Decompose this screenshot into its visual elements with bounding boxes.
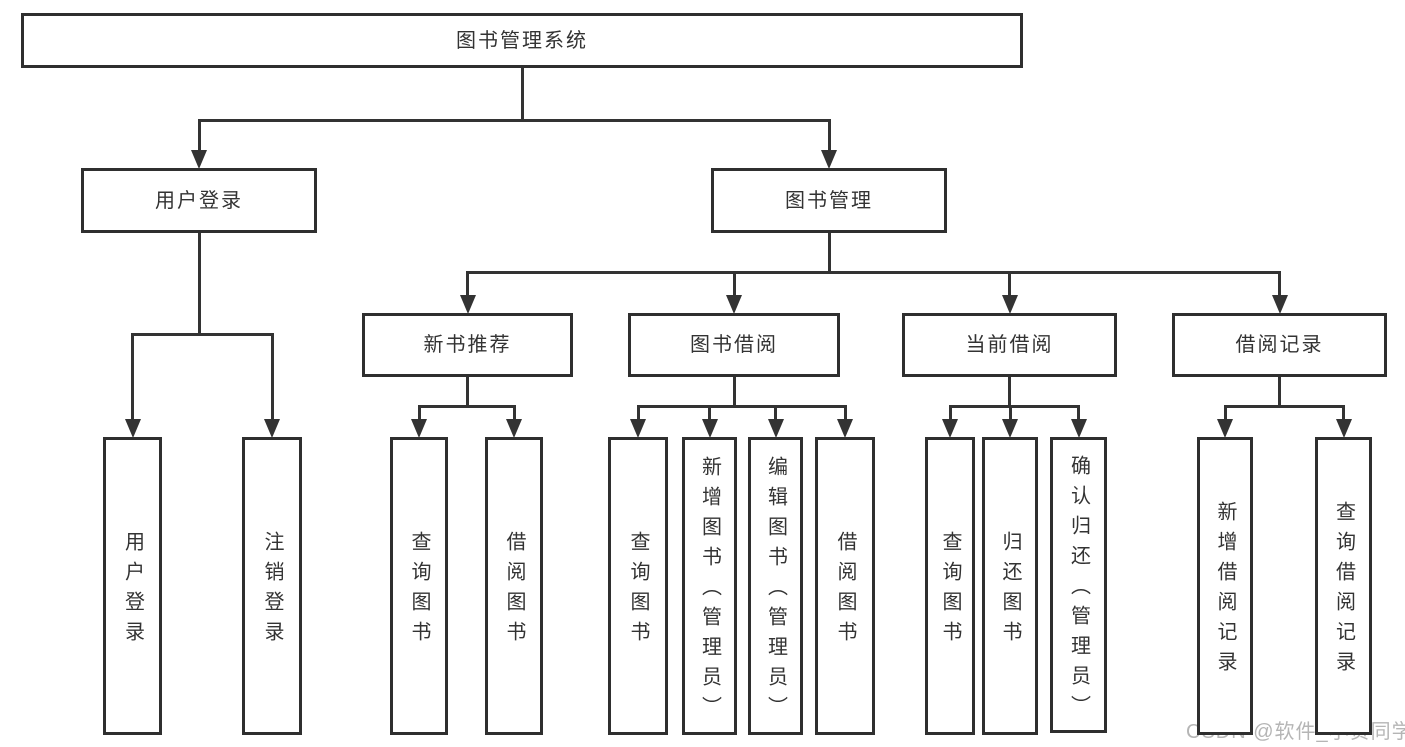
node-br-add-record: 新增借阅记录 <box>1197 437 1253 735</box>
arrow-down-icon <box>506 419 522 438</box>
arrow-down-icon <box>630 419 646 438</box>
node-label: 当前借阅 <box>965 334 1054 356</box>
node-label: 归还图书 <box>999 531 1021 651</box>
node-bb-edit-book: 编辑图书（管理员） <box>748 437 803 735</box>
node-rec-borrow-book: 借阅图书 <box>485 437 543 735</box>
node-label: 新书推荐 <box>423 334 512 356</box>
connector-stem-user-login <box>197 233 201 336</box>
connector-stem-book-mgmt <box>827 233 831 274</box>
connector-drop-bb-query-book <box>636 406 640 423</box>
connector-stem-new-book-rec <box>466 377 469 408</box>
connector-rail-root <box>197 118 831 122</box>
arrow-down-icon <box>459 295 476 314</box>
arrow-down-icon <box>1335 419 1352 438</box>
node-book-borrow: 图书借阅 <box>628 313 840 377</box>
arrow-down-icon <box>1217 419 1233 438</box>
node-label: 确认归还（管理员） <box>1067 455 1090 725</box>
connector-drop-leaf-logout <box>270 334 274 423</box>
node-label: 图书管理系统 <box>456 29 588 52</box>
node-rec-query-book: 查询图书 <box>390 437 448 735</box>
arrow-down-icon <box>411 419 427 438</box>
connector-drop-book-mgmt <box>827 120 831 154</box>
node-current-borrow: 当前借阅 <box>902 313 1117 377</box>
node-label: 查询图书 <box>627 531 649 651</box>
node-label: 编辑图书（管理员） <box>764 456 787 726</box>
node-cb-return-book: 归还图书 <box>982 437 1038 735</box>
node-label: 查询借阅记录 <box>1332 501 1355 681</box>
node-leaf-user-login: 用户登录 <box>103 437 162 735</box>
connector-drop-cb-query-book <box>948 406 952 423</box>
node-bb-borrow-book: 借阅图书 <box>815 437 875 735</box>
connector-rail-borrow-records <box>1223 404 1345 408</box>
connector-drop-book-borrow <box>732 272 736 299</box>
node-bb-add-book: 新增图书（管理员） <box>682 437 737 735</box>
node-leaf-logout: 注销登录 <box>242 437 302 735</box>
arrow-down-icon <box>1070 419 1087 438</box>
node-new-book-rec: 新书推荐 <box>362 313 573 377</box>
connector-drop-current-borrow <box>1008 272 1011 299</box>
arrow-down-icon <box>124 419 141 438</box>
connector-drop-br-query-record <box>1342 406 1345 423</box>
connector-drop-rec-borrow-book <box>512 406 516 423</box>
node-label: 图书管理 <box>785 189 873 212</box>
node-label: 图书借阅 <box>690 334 778 356</box>
node-br-query-record: 查询借阅记录 <box>1315 437 1372 735</box>
connector-drop-user-login <box>197 120 201 154</box>
connector-stem-book-borrow <box>732 377 736 408</box>
arrow-down-icon <box>264 419 280 438</box>
connector-stem-root <box>520 68 524 122</box>
connector-drop-borrow-records <box>1278 272 1281 299</box>
connector-drop-cb-return-book <box>1008 406 1012 423</box>
arrow-down-icon <box>942 419 958 438</box>
connector-rail-book-borrow <box>636 404 847 408</box>
node-label: 新增图书（管理员） <box>698 456 721 726</box>
node-user-login: 用户登录 <box>81 168 317 233</box>
node-cb-query-book: 查询图书 <box>925 437 975 735</box>
connector-drop-bb-borrow-book <box>843 406 847 423</box>
connector-drop-leaf-user-login <box>131 334 134 423</box>
connector-rail-new-book-rec <box>417 404 516 408</box>
connector-drop-new-book-rec <box>466 272 469 299</box>
connector-drop-br-add-record <box>1223 406 1227 423</box>
arrow-down-icon <box>837 419 853 438</box>
arrow-down-icon <box>191 150 207 169</box>
connector-stem-current-borrow <box>1008 377 1011 408</box>
connector-drop-cb-confirm-return <box>1077 406 1080 423</box>
connector-drop-bb-edit-book <box>774 406 777 423</box>
connector-stem-borrow-records <box>1278 377 1281 408</box>
arrow-down-icon <box>1001 295 1018 314</box>
node-book-mgmt: 图书管理 <box>711 168 947 233</box>
connector-drop-bb-add-book <box>708 406 711 423</box>
node-borrow-records: 借阅记录 <box>1172 313 1387 377</box>
node-cb-confirm-return: 确认归还（管理员） <box>1050 437 1107 733</box>
node-label: 借阅记录 <box>1235 334 1324 356</box>
node-root: 图书管理系统 <box>21 13 1023 68</box>
connector-drop-rec-query-book <box>417 406 421 423</box>
arrow-down-icon <box>767 419 784 438</box>
arrow-down-icon <box>821 150 837 169</box>
node-label: 查询图书 <box>408 531 430 651</box>
arrow-down-icon <box>726 295 742 314</box>
node-label: 注销登录 <box>261 531 283 651</box>
node-label: 用户登录 <box>155 189 243 212</box>
arrow-down-icon <box>1271 295 1288 314</box>
connector-rail-book-mgmt <box>466 270 1281 274</box>
node-bb-query-book: 查询图书 <box>608 437 668 735</box>
arrow-down-icon <box>701 419 718 438</box>
connector-rail-user-login <box>131 332 274 336</box>
node-label: 查询图书 <box>939 531 961 651</box>
node-label: 新增借阅记录 <box>1214 501 1236 681</box>
connector-rail-current-borrow <box>948 404 1080 408</box>
node-label: 用户登录 <box>121 531 144 651</box>
arrow-down-icon <box>1002 419 1018 438</box>
node-label: 借阅图书 <box>503 531 525 651</box>
node-label: 借阅图书 <box>834 531 856 651</box>
